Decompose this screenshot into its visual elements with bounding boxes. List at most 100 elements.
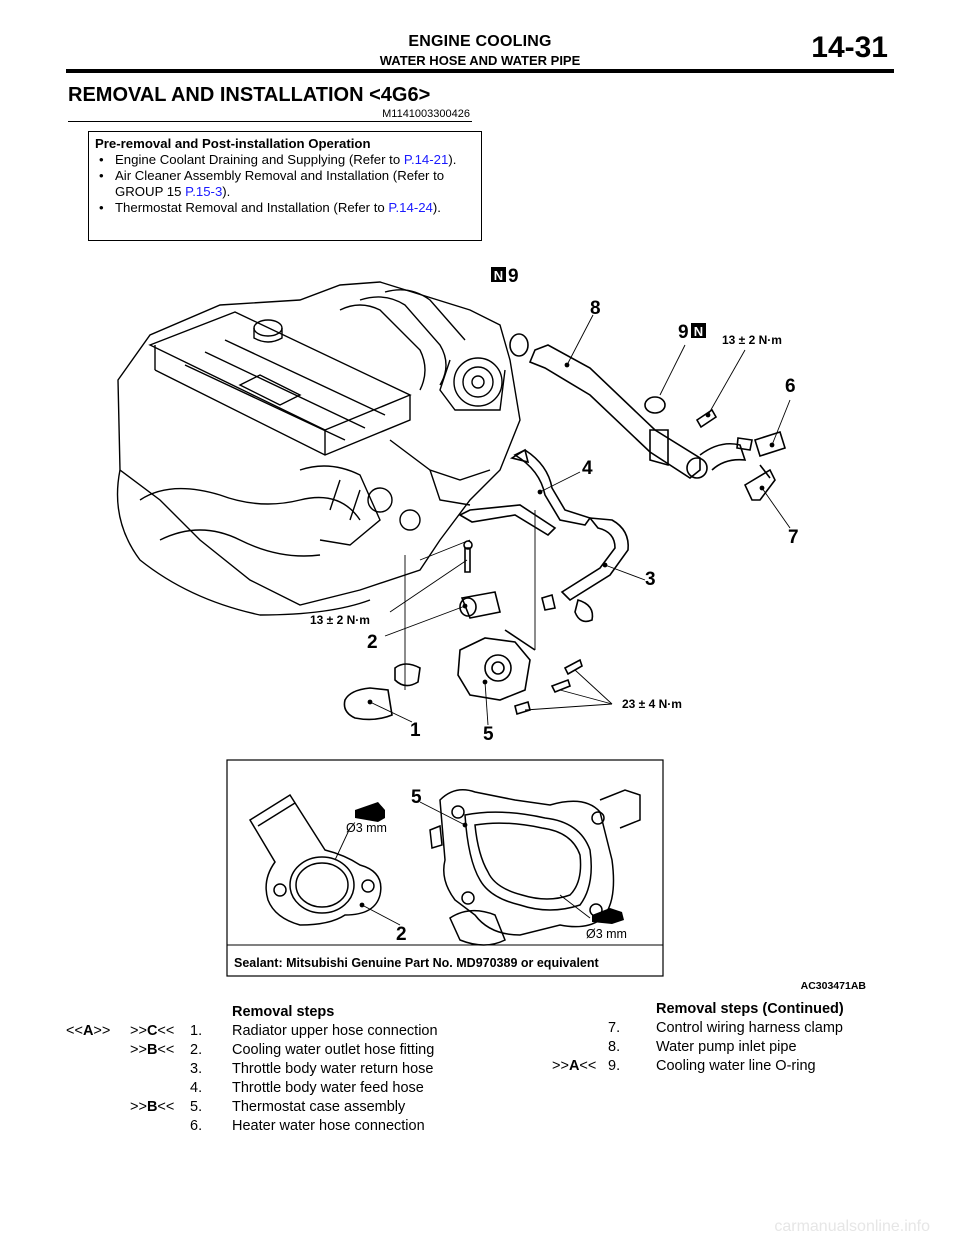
header-rule	[66, 69, 894, 73]
step-number: 7.	[608, 1020, 621, 1036]
removal-step-row: >>A<< 9. Cooling water line O-ring	[540, 1057, 870, 1076]
page-number: 14-31	[811, 31, 888, 64]
step-number: 9.	[608, 1058, 621, 1074]
step-label: Throttle body water feed hose	[232, 1080, 424, 1096]
new-part-badge-lower: N	[691, 323, 706, 339]
exploded-view-figure: N N 1 2 3 4 5 6 7 8 9 9 13 ± 2 N·m 13 ± …	[116, 266, 867, 992]
step-number: 5.	[190, 1099, 203, 1115]
removal-step-row: >>B<< 5. Thermostat case assembly	[66, 1098, 486, 1117]
step-label: Cooling water line O-ring	[656, 1058, 816, 1074]
item-text: Thermostat Removal and Installation (Ref…	[115, 200, 389, 215]
new-part-badge-upper: N	[491, 267, 506, 283]
page-link[interactable]: P.15-3	[185, 184, 223, 199]
callout-9-lower: 9	[678, 322, 689, 343]
radiator-hose	[343, 687, 393, 721]
water-pump-inlet-pipe	[528, 344, 701, 479]
leader-lines	[369, 314, 791, 726]
page-link[interactable]: P.14-21	[403, 152, 449, 167]
callout-4: 4	[582, 458, 593, 479]
header-title: ENGINE COOLING	[408, 33, 552, 50]
detail-box	[226, 759, 664, 977]
removal-step-row: 8. Water pump inlet pipe	[540, 1038, 870, 1057]
svg-text:N: N	[494, 268, 503, 283]
page-link[interactable]: P.14-24	[388, 200, 433, 215]
bead-size-label: Ø3 mm	[346, 821, 387, 835]
detail-callout-2: 2	[396, 924, 407, 945]
item-tail: ).	[432, 200, 441, 215]
step-label: Cooling water outlet hose fitting	[232, 1042, 435, 1058]
removal-step-row: >>B<< 2. Cooling water outlet hose fitting	[66, 1041, 486, 1060]
harness-clamp	[743, 468, 776, 501]
step-label: Radiator upper hose connection	[232, 1023, 438, 1039]
removal-step-row: 4.Throttle body water feed hose	[66, 1079, 486, 1098]
step-number: 3.	[190, 1061, 203, 1077]
detail-callout-5: 5	[411, 787, 422, 808]
removal-steps-continued: Removal steps (Continued) 7. Control wiri…	[540, 1000, 870, 1076]
bead-size-label: Ø3 mm	[586, 927, 627, 941]
return-hose	[560, 517, 629, 602]
torque-label: 13 ± 2 N·m	[310, 613, 370, 627]
step-label: Water pump inlet pipe	[656, 1039, 797, 1055]
removal-step-row: 7. Control wiring harness clamp	[540, 1019, 870, 1038]
section-rule	[68, 121, 472, 122]
removal-step-row: <<A>> >>C<< 1. Radiator upper hose connecti…	[66, 1022, 486, 1041]
step-number: 8.	[608, 1039, 621, 1055]
callout-8: 8	[590, 298, 601, 319]
step-label: Control wiring harness clamp	[656, 1020, 843, 1036]
step-marker: >>C<<	[130, 1023, 175, 1039]
removal-step-row: 6. Heater water hose connection	[66, 1117, 486, 1136]
removal-steps-continued-heading: Removal steps (Continued)	[656, 1001, 844, 1017]
section-title: REMOVAL AND INSTALLATION <4G6>	[68, 84, 431, 106]
pre-removal-heading: Pre-removal and Post-installation Operat…	[95, 136, 371, 151]
callout-1: 1	[410, 720, 421, 741]
callout-3: 3	[645, 569, 656, 590]
pre-removal-item: Air Cleaner Assembly Removal and Install…	[95, 168, 475, 200]
detail-leaders	[334, 801, 591, 926]
svg-text:N: N	[694, 324, 703, 339]
removal-steps-heading: Removal steps	[232, 1004, 335, 1020]
item-text: Air Cleaner Assembly Removal and Install…	[115, 168, 445, 199]
callouts: 1 2 3 4 5 6 7 8 9 9	[367, 266, 799, 745]
torque-label: 23 ± 4 N·m	[622, 697, 682, 711]
sealant-note: Sealant: Mitsubishi Genuine Part No. MD9…	[234, 956, 600, 970]
outlet-fitting	[460, 591, 501, 619]
step-label: Heater water hose connection	[232, 1118, 425, 1134]
torque-labels: 13 ± 2 N·m 13 ± 2 N·m 23 ± 4 N·m	[310, 333, 782, 711]
torque-label: 13 ± 2 N·m	[722, 333, 782, 347]
header-subtitle: WATER HOSE AND WATER PIPE	[379, 53, 581, 68]
sealant-tube-icons	[355, 802, 624, 924]
watermark: carmanualsonline.info	[774, 1218, 930, 1235]
removal-steps-rows: <<A>> >>C<< 1. Radiator upper hose connecti…	[66, 1022, 486, 1136]
step-marker: >>B<<	[130, 1099, 175, 1115]
figure-code: AC303471AB	[801, 980, 867, 992]
callout-7: 7	[788, 527, 799, 548]
step-marker: <<A>>	[66, 1023, 111, 1039]
o-ring-lower	[644, 396, 666, 414]
step-number: 1.	[190, 1023, 203, 1039]
heater-hose	[699, 442, 747, 471]
thermostat-case	[457, 637, 531, 701]
callout-9-upper: 9	[508, 266, 519, 287]
pre-removal-box: Pre-removal and Post-installation Operat…	[88, 131, 482, 241]
parts	[343, 333, 787, 721]
step-number: 2.	[190, 1042, 203, 1058]
sealant-tube-icon	[355, 802, 385, 822]
item-text: Engine Coolant Draining and Supplying (R…	[115, 152, 404, 167]
removal-steps: Removal steps <<A>> >>C<< 1. Radiator upper…	[66, 1003, 486, 1136]
step-marker: >>B<<	[130, 1042, 175, 1058]
step-marker: >>A<<	[552, 1058, 597, 1074]
o-ring-upper	[509, 333, 529, 357]
item-tail: ).	[448, 152, 457, 167]
detail-leader-dots	[359, 822, 468, 908]
leader-dots	[367, 362, 775, 705]
detail-illustration	[248, 789, 641, 946]
pre-removal-item: Thermostat Removal and Installation (Ref…	[95, 200, 475, 216]
callout-5: 5	[483, 724, 494, 745]
step-number: 6.	[190, 1118, 203, 1134]
step-label: Thermostat case assembly	[232, 1099, 406, 1115]
callout-2: 2	[367, 632, 378, 653]
pre-removal-item: Engine Coolant Draining and Supplying (R…	[95, 152, 475, 168]
removal-step-row: 3.Throttle body water return hose	[66, 1060, 486, 1079]
item-tail: ).	[222, 184, 231, 199]
sealant-tube-icon	[592, 908, 624, 924]
